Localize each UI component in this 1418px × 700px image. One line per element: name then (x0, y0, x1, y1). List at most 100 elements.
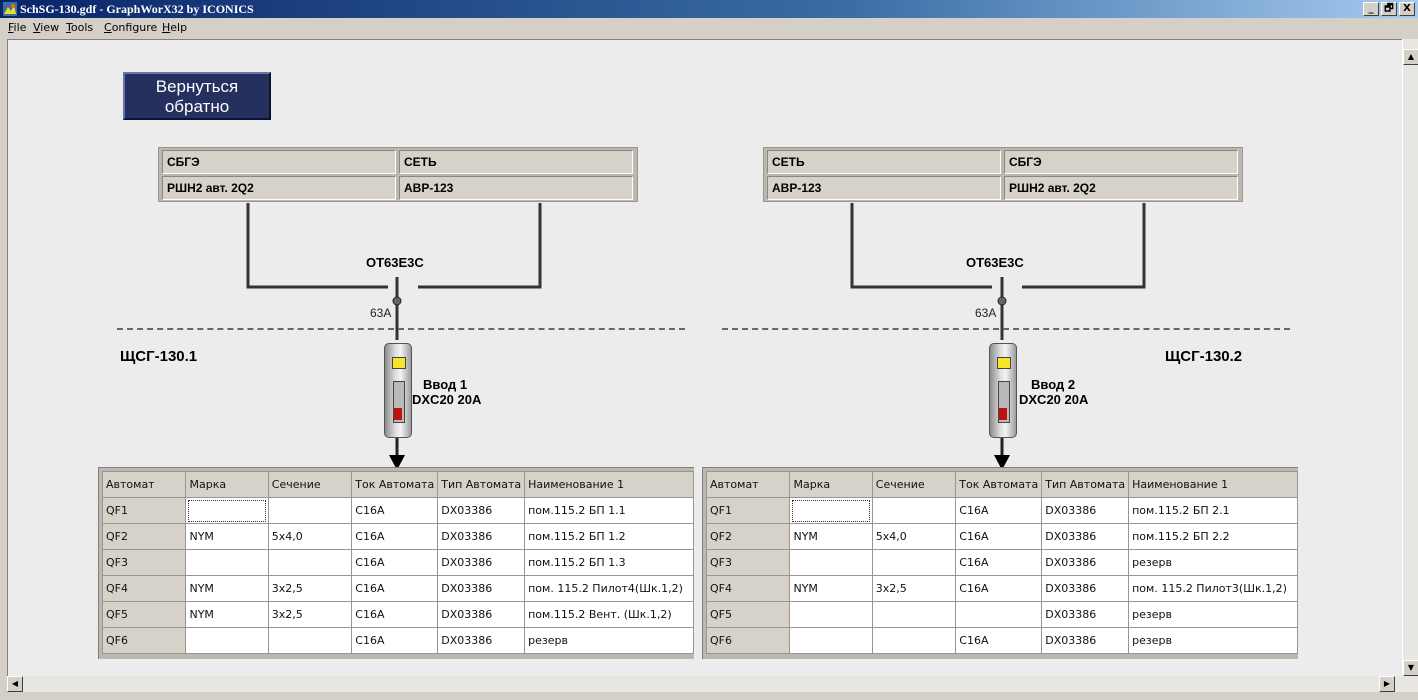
table-cell[interactable] (789, 497, 873, 524)
table-cell[interactable]: DX03386 (437, 601, 526, 628)
table-cell[interactable]: пом. 115.2 Пилот4(Шк.1,2) (524, 575, 694, 602)
table-cell[interactable] (871, 497, 957, 524)
row-header-cell[interactable]: QF3 (101, 549, 187, 576)
table-cell[interactable]: DX03386 (1041, 601, 1130, 628)
right-panel-cell: СБГЭ (1004, 150, 1238, 174)
window-title: SchSG-130.gdf - GraphWorX32 by ICONICS (20, 2, 254, 16)
menu-help[interactable]: Help (162, 21, 188, 34)
row-header-cell[interactable]: QF5 (705, 601, 791, 628)
table-cell[interactable]: пом.115.2 БП 1.2 (524, 523, 694, 550)
menu-file[interactable]: File (8, 21, 27, 34)
table-cell[interactable]: 3x2,5 (871, 575, 957, 602)
row-header-cell[interactable]: QF1 (101, 497, 187, 524)
table-cell[interactable] (267, 627, 353, 654)
table-cell[interactable] (185, 627, 269, 654)
table-cell[interactable]: пом.115.2 БП 2.2 (1128, 523, 1298, 550)
back-button[interactable]: Вернуться обратно (123, 72, 271, 120)
table-cell[interactable]: DX03386 (437, 627, 526, 654)
table-cell[interactable] (955, 601, 1043, 628)
table-cell[interactable] (789, 601, 873, 628)
table-cell[interactable]: резерв (1128, 601, 1298, 628)
table-cell[interactable]: C16A (351, 523, 439, 550)
table-cell[interactable]: C16A (351, 549, 439, 576)
table-cell[interactable] (789, 549, 873, 576)
menu-configure[interactable]: Configure (104, 21, 158, 34)
table-cell[interactable]: C16A (351, 601, 439, 628)
table-cell[interactable]: 5x4,0 (871, 523, 957, 550)
vertical-scrollbar[interactable]: ▲ ▼ (1402, 39, 1418, 676)
table-cell[interactable] (871, 627, 957, 654)
row-header-cell[interactable]: QF2 (101, 523, 187, 550)
table-cell[interactable]: DX03386 (1041, 549, 1130, 576)
table-cell[interactable]: NYM (185, 523, 269, 550)
scroll-down-icon[interactable]: ▼ (1403, 660, 1418, 676)
table-cell[interactable]: C16A (955, 549, 1043, 576)
right-boundary-line (722, 328, 1290, 330)
table-cell[interactable]: NYM (789, 575, 873, 602)
table-cell[interactable]: пом.115.2 БП 1.3 (524, 549, 694, 576)
table-cell[interactable]: NYM (789, 523, 873, 550)
table-cell[interactable]: DX03386 (437, 575, 526, 602)
table-cell[interactable]: DX03386 (437, 523, 526, 550)
table-cell[interactable]: пом.115.2 БП 2.1 (1128, 497, 1298, 524)
table-cell[interactable]: DX03386 (1041, 523, 1130, 550)
right-input-breaker-icon[interactable] (989, 343, 1017, 438)
table-cell[interactable]: 3x2,5 (267, 575, 353, 602)
table-cell[interactable]: DX03386 (437, 549, 526, 576)
table-cell[interactable]: DX03386 (1041, 627, 1130, 654)
horizontal-scrollbar[interactable]: ◀ ▶ (7, 676, 1418, 692)
column-header: Наименование 1 (1128, 471, 1298, 498)
table-cell[interactable]: резерв (1128, 627, 1298, 654)
table-cell[interactable]: C16A (351, 497, 439, 524)
row-header-cell[interactable]: QF5 (101, 601, 187, 628)
table-cell[interactable] (871, 549, 957, 576)
menu-view[interactable]: View (33, 21, 60, 34)
close-button[interactable]: X (1399, 2, 1415, 16)
table-cell[interactable] (185, 497, 269, 524)
table-cell[interactable]: C16A (955, 627, 1043, 654)
table-cell[interactable]: пом. 115.2 Пилот3(Шк.1,2) (1128, 575, 1298, 602)
table-cell[interactable]: пом.115.2 Вент. (Шк.1,2) (524, 601, 694, 628)
table-cell[interactable]: C16A (955, 497, 1043, 524)
table-cell[interactable]: C16A (955, 523, 1043, 550)
row-header-cell[interactable]: QF6 (101, 627, 187, 654)
maximize-button[interactable]: 🗗 (1381, 2, 1397, 16)
table-cell[interactable]: C16A (955, 575, 1043, 602)
table-cell[interactable]: 3x2,5 (267, 601, 353, 628)
table-cell[interactable]: пом.115.2 БП 1.1 (524, 497, 694, 524)
table-cell[interactable]: NYM (185, 575, 269, 602)
scroll-left-icon[interactable]: ◀ (7, 676, 23, 692)
row-header-cell[interactable]: QF2 (705, 523, 791, 550)
row-header-cell[interactable]: QF4 (101, 575, 187, 602)
table-cell[interactable] (789, 627, 873, 654)
table-cell[interactable]: резерв (524, 627, 694, 654)
column-header: Марка (789, 471, 873, 498)
table-cell[interactable]: C16A (351, 575, 439, 602)
row-header-cell[interactable]: QF1 (705, 497, 791, 524)
table-cell[interactable]: DX03386 (437, 497, 526, 524)
table-cell[interactable] (871, 601, 957, 628)
table-cell[interactable] (185, 549, 269, 576)
row-header-cell[interactable]: QF6 (705, 627, 791, 654)
right-feed-line-2 (1022, 203, 1146, 289)
table-cell[interactable]: 5x4,0 (267, 523, 353, 550)
menu-tools[interactable]: Tools (66, 21, 94, 34)
left-input-breaker-icon[interactable] (384, 343, 412, 438)
table-cell[interactable] (267, 497, 353, 524)
table-cell[interactable]: NYM (185, 601, 269, 628)
right-source-panel: СЕТЬ СБГЭ АВР-123 РШН2 авт. 2Q2 (763, 147, 1243, 202)
minimize-button[interactable]: _ (1363, 2, 1379, 16)
table-cell[interactable]: резерв (1128, 549, 1298, 576)
row-header-cell[interactable]: QF4 (705, 575, 791, 602)
scroll-right-icon[interactable]: ▶ (1379, 676, 1395, 692)
table-cell[interactable]: DX03386 (1041, 575, 1130, 602)
row-header-cell[interactable]: QF3 (705, 549, 791, 576)
scroll-up-icon[interactable]: ▲ (1403, 49, 1418, 65)
table-cell[interactable] (267, 549, 353, 576)
table-cell[interactable]: DX03386 (1041, 497, 1130, 524)
table-cell[interactable]: C16A (351, 627, 439, 654)
